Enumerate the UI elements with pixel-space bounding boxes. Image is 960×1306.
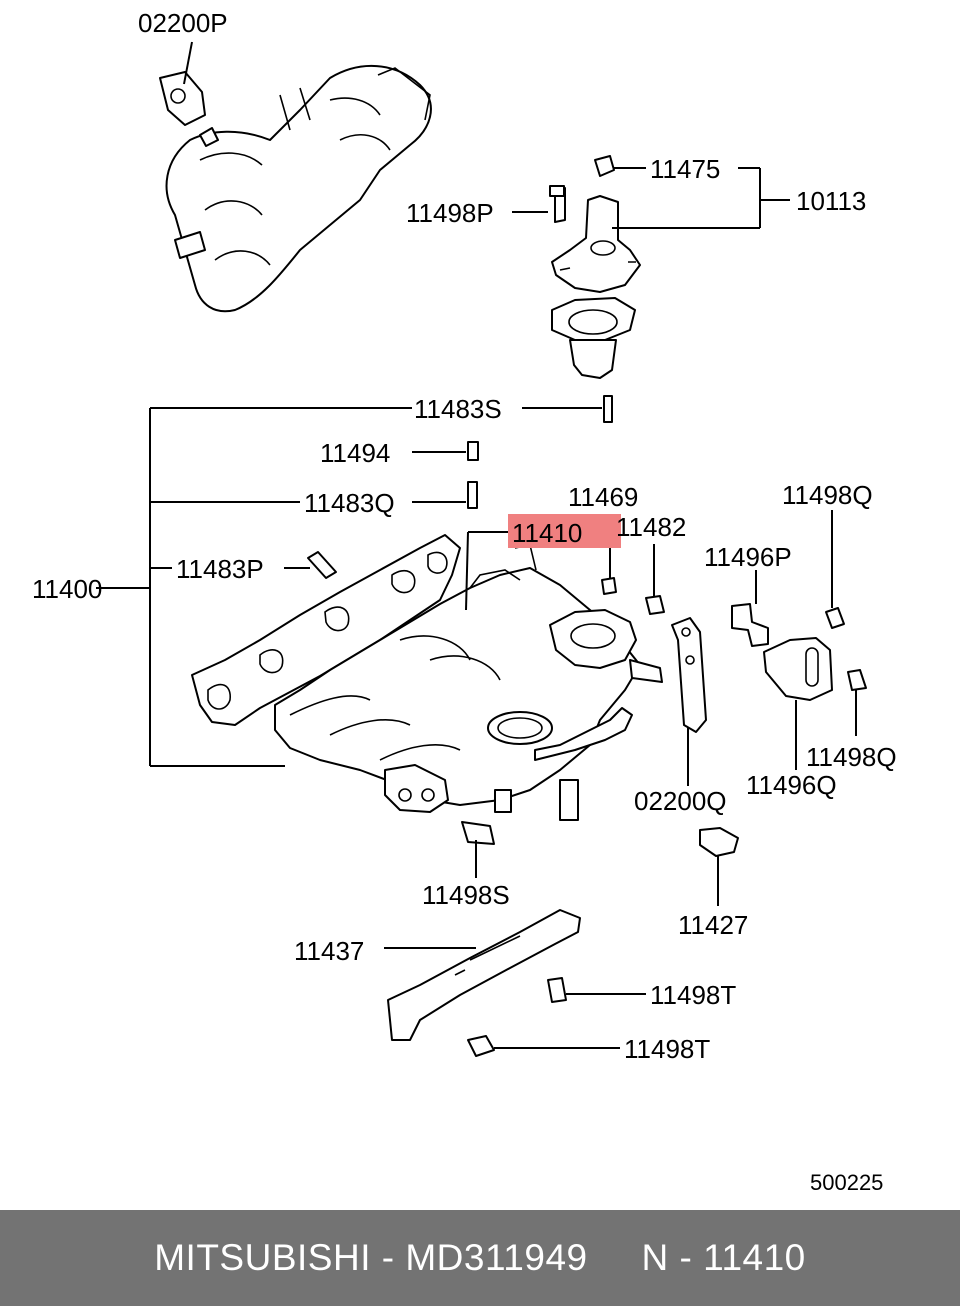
label-11498S: 11498S bbox=[422, 880, 510, 910]
parts-diagram: 02200P 11475 10113 11498P 11483S 11494 1… bbox=[32, 8, 897, 1195]
reference-number: 500225 bbox=[810, 1170, 883, 1195]
label-11498P: 11498P bbox=[406, 198, 494, 228]
label-11400: 11400 bbox=[32, 574, 102, 604]
label-11498Q-top: 11498Q bbox=[782, 480, 873, 510]
label-11469: 11469 bbox=[568, 482, 638, 512]
highlight-box bbox=[508, 514, 621, 548]
label-11496P: 11496P bbox=[704, 542, 792, 572]
label-11475: 11475 bbox=[650, 154, 720, 184]
water-outlet-drawing bbox=[549, 155, 641, 379]
label-11498Q-bottom: 11498Q bbox=[806, 742, 897, 772]
label-11494: 11494 bbox=[320, 438, 390, 468]
label-02200P: 02200P bbox=[138, 8, 228, 38]
label-11437: 11437 bbox=[294, 936, 364, 966]
label-11483P: 11483P bbox=[176, 554, 264, 584]
label-11483Q: 11483Q bbox=[304, 488, 395, 518]
footer-text: MITSUBISHI - MD311949 N - 11410 bbox=[154, 1237, 806, 1278]
exhaust-manifold-drawing bbox=[159, 64, 432, 313]
label-10113: 10113 bbox=[796, 186, 866, 216]
label-11498T-upper: 11498T bbox=[650, 980, 736, 1010]
label-11427: 11427 bbox=[678, 910, 748, 940]
brackets-drawing bbox=[387, 603, 833, 1057]
label-11496Q: 11496Q bbox=[746, 770, 837, 800]
label-02200Q: 02200Q bbox=[634, 786, 727, 816]
intake-manifold-drawing bbox=[191, 534, 663, 821]
label-11483S: 11483S bbox=[414, 394, 502, 424]
leader-lines bbox=[96, 41, 857, 1049]
label-11410: 11410 bbox=[512, 518, 582, 548]
footer-bar: MITSUBISHI - MD311949 N - 11410 bbox=[0, 1210, 960, 1306]
label-11482: 11482 bbox=[616, 512, 686, 542]
part-labels: 02200P 11475 10113 11498P 11483S 11494 1… bbox=[32, 8, 897, 1195]
small-hardware-drawing bbox=[307, 395, 867, 691]
label-11498T-lower: 11498T bbox=[624, 1034, 710, 1064]
